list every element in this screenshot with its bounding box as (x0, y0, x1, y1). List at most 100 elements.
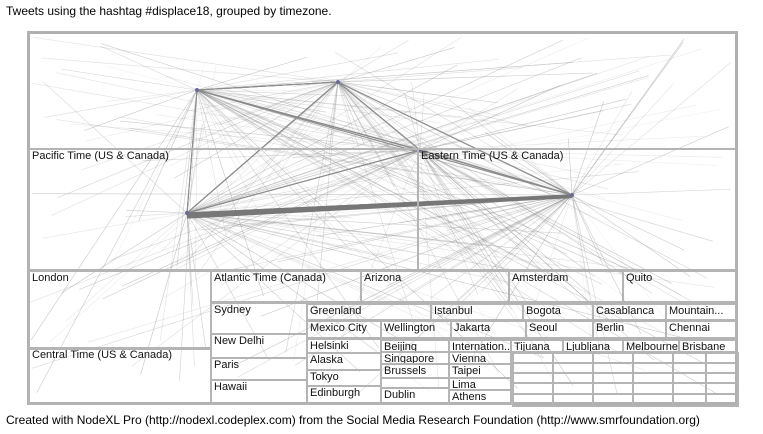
graph-edge (337, 81, 412, 110)
graph-edge (186, 163, 623, 214)
graph-edge (196, 56, 308, 91)
graph-edge (186, 174, 395, 214)
graph-edge (337, 81, 509, 299)
graph-edge (126, 210, 188, 214)
graph-edge (196, 89, 573, 196)
graph-edge (196, 89, 317, 92)
graph-edge (379, 194, 573, 372)
graph-edge (186, 81, 339, 214)
graph-edge (196, 89, 347, 246)
graph-edge (337, 81, 519, 373)
graph-edge (186, 212, 270, 360)
group-melbourne: Melbourne (622, 339, 680, 353)
graph-edge (187, 81, 339, 262)
graph-edge (32, 194, 573, 369)
graph-edge (196, 89, 463, 118)
graph-edge (272, 81, 339, 183)
small-group-box (672, 393, 707, 407)
graph-edge (186, 186, 310, 214)
graph-title: Tweets using the hashtag #displace18, gr… (6, 4, 332, 18)
graph-edge (196, 89, 345, 96)
group-mexico-city: Mexico City (306, 320, 382, 339)
graph-edge (196, 89, 573, 196)
graph-edge (448, 99, 573, 196)
graph-edge (196, 89, 573, 196)
group-edinburgh: Edinburgh (306, 385, 382, 405)
graph-edge (186, 36, 462, 214)
graph-edge (285, 81, 339, 353)
graph-edge (337, 81, 355, 145)
graph-edge (356, 194, 573, 395)
graph-edge (404, 92, 421, 151)
graph-edge (196, 89, 334, 251)
group-seoul: Seoul (525, 320, 594, 339)
graph-edge (186, 212, 645, 371)
graph-edge (186, 95, 537, 214)
graph-edge (186, 89, 198, 214)
graph-edge (196, 89, 459, 247)
graph-edge (44, 89, 198, 118)
graph-edge (196, 89, 543, 272)
graph-edge (159, 89, 198, 341)
graph-edge (41, 212, 188, 239)
graph-edge (186, 38, 588, 214)
graph-edge (571, 126, 729, 196)
graph-edge (571, 91, 632, 196)
graph-edge (84, 89, 198, 131)
graph-edge (337, 81, 500, 117)
graph-edge (337, 81, 545, 230)
graph-edge (337, 67, 523, 83)
graph-edge (337, 81, 507, 206)
graph-edge (100, 45, 198, 91)
graph-edge (337, 81, 573, 196)
graph-edge (36, 89, 198, 393)
graph-edge (30, 89, 198, 341)
graph-edge (571, 194, 691, 277)
small-group-box (705, 393, 739, 407)
graph-edge (196, 89, 245, 171)
graph-node (195, 88, 199, 92)
graph-edge (419, 135, 705, 151)
graph-edge (419, 98, 626, 151)
graph-node (185, 211, 189, 215)
graph-edge (337, 81, 544, 358)
group-wellington: Wellington (380, 320, 452, 339)
graph-edge (337, 81, 527, 317)
graph-edge (481, 194, 573, 292)
graph-edge (61, 68, 198, 91)
graph-edge (419, 149, 547, 276)
graph-edge (86, 81, 339, 142)
graph-edge (32, 36, 339, 83)
graph-edge (522, 194, 573, 340)
graph-edge (186, 212, 417, 350)
graph-edge (196, 89, 623, 136)
group-jakarta: Jakarta (450, 320, 527, 339)
graph-edge (411, 81, 421, 151)
graph-edge (419, 88, 518, 151)
graph-edge (429, 194, 573, 299)
graph-edge (186, 212, 545, 359)
graph-edge (71, 123, 421, 151)
group-new-delhi: New Delhi (210, 333, 308, 359)
graph-edge (186, 81, 339, 214)
graph-edge (165, 75, 573, 196)
graph-edge (186, 81, 339, 214)
graph-edge (337, 81, 573, 196)
graph-edge (468, 107, 573, 196)
graph-edge (186, 212, 449, 332)
graph-edge (186, 81, 339, 214)
graph-edge (337, 81, 595, 314)
graph-edge (196, 89, 227, 235)
graph-edge (186, 212, 378, 352)
graph-edge (337, 81, 573, 196)
graph-edge (419, 149, 625, 262)
graph-edge (337, 47, 455, 83)
graph-edge (186, 212, 509, 270)
graph-edge (196, 89, 573, 196)
graph-edge (186, 89, 198, 214)
graph-edge (186, 89, 198, 214)
graph-edge (186, 89, 198, 214)
graph-edge (173, 81, 339, 179)
graph-edge (176, 89, 198, 267)
